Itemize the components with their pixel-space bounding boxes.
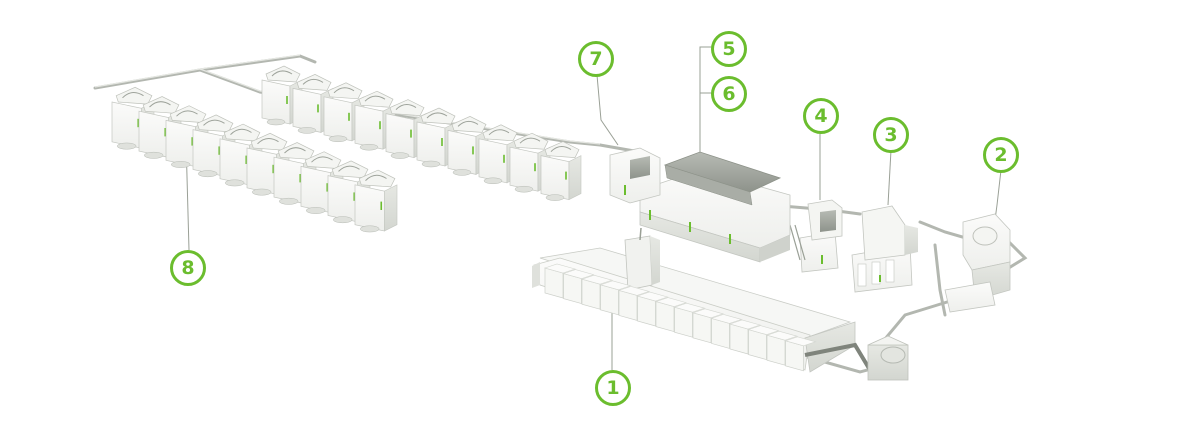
card-machine-rows — [111, 65, 582, 233]
bale-module — [784, 336, 817, 372]
callout-2: 2 — [983, 137, 1019, 173]
callout-7: 7 — [578, 41, 614, 77]
mixer-unit — [851, 205, 918, 293]
bale-module — [636, 291, 669, 327]
bale-module — [580, 274, 614, 310]
bale-module — [765, 330, 799, 366]
leader-line-7 — [596, 74, 619, 146]
leader-line-5-6 — [699, 46, 712, 152]
bale-modules — [543, 263, 817, 372]
bale-module — [673, 302, 706, 338]
bale-module — [747, 325, 780, 361]
bale-module — [562, 269, 595, 305]
bale-module — [599, 280, 632, 316]
callout-8: 8 — [170, 250, 206, 286]
bale-module — [654, 297, 688, 333]
leader-lines — [185, 46, 1002, 370]
callout-1: 1 — [595, 370, 631, 406]
callout-6: 6 — [711, 76, 747, 112]
blowroom-long-machine — [639, 151, 791, 263]
callout-5: 5 — [711, 31, 747, 67]
callout-4: 4 — [803, 98, 839, 134]
cleaner-unit — [789, 199, 843, 273]
condenser-unit — [867, 213, 1011, 381]
card-machine — [354, 169, 398, 233]
card-machine — [540, 141, 582, 201]
leader-line-3 — [887, 149, 892, 206]
filter-unit — [609, 147, 661, 204]
bale-module — [691, 308, 725, 344]
bale-module — [543, 263, 577, 299]
bale-module — [617, 286, 651, 321]
bale-module — [710, 314, 743, 349]
bale-module — [728, 319, 762, 355]
callout-3: 3 — [873, 117, 909, 153]
card-machine — [509, 132, 551, 193]
